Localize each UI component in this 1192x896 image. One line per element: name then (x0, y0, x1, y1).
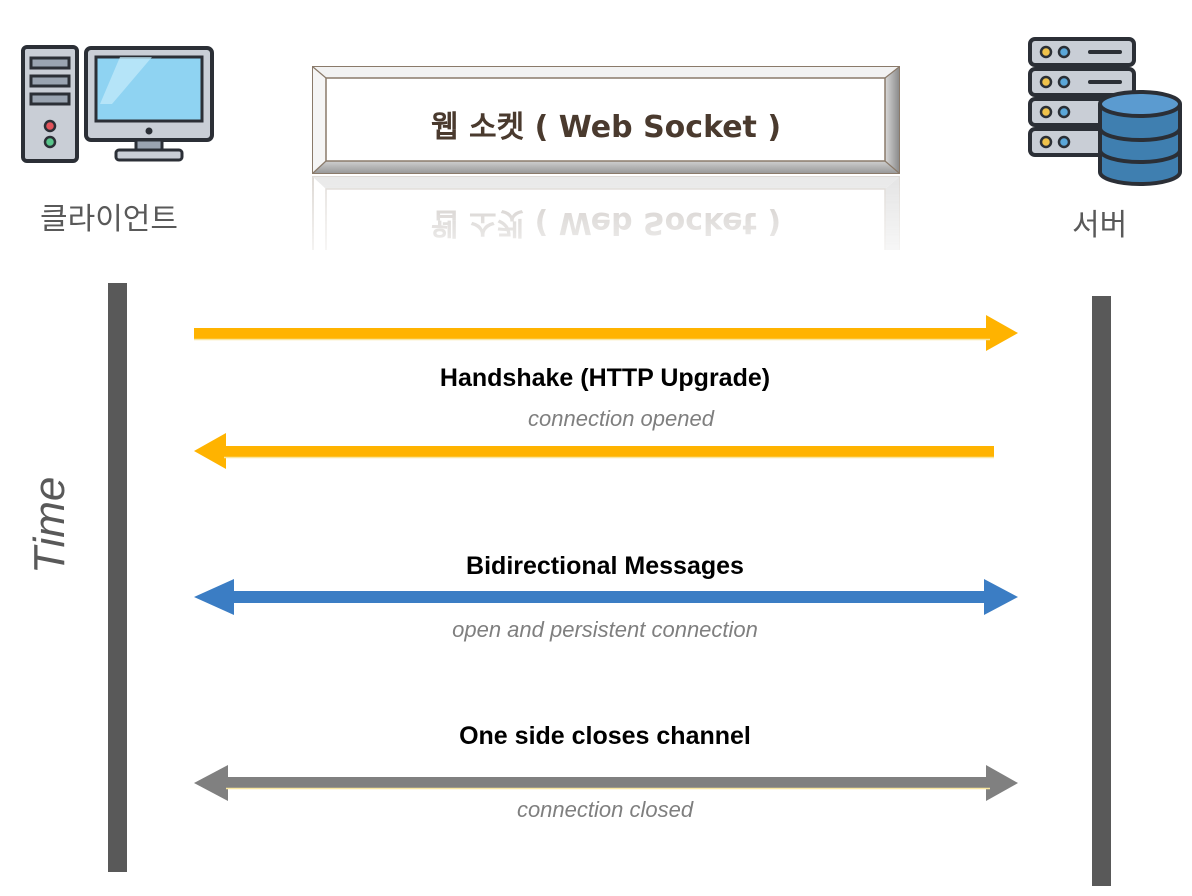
handshake-request-arrow (194, 315, 1018, 351)
close-title: One side closes channel (459, 722, 751, 750)
server-timeline (1092, 296, 1111, 886)
desktop-computer-icon (20, 44, 216, 164)
bidirectional-subtitle: open and persistent connection (452, 617, 758, 642)
close-subtitle: connection closed (516, 797, 694, 822)
client-timeline (108, 283, 127, 872)
client-label: 클라이언트 (40, 202, 178, 237)
server-label: 서버 (1072, 208, 1128, 243)
title-box: 웹 소켓 ( Web Socket ) (312, 66, 900, 174)
server-database-icon (1026, 36, 1182, 188)
close-channel-arrow (194, 765, 1018, 801)
handshake-response-arrow (194, 433, 994, 469)
handshake-title: Handshake (HTTP Upgrade) (439, 364, 771, 392)
page-title: 웹 소켓 ( Web Socket ) (430, 110, 782, 145)
bidirectional-title: Bidirectional Messages (466, 552, 744, 580)
bidirectional-arrow (194, 579, 1018, 615)
title-reflection: 웹 소켓 ( Web Socket ) (312, 176, 900, 250)
handshake-subtitle: connection opened (528, 406, 714, 431)
